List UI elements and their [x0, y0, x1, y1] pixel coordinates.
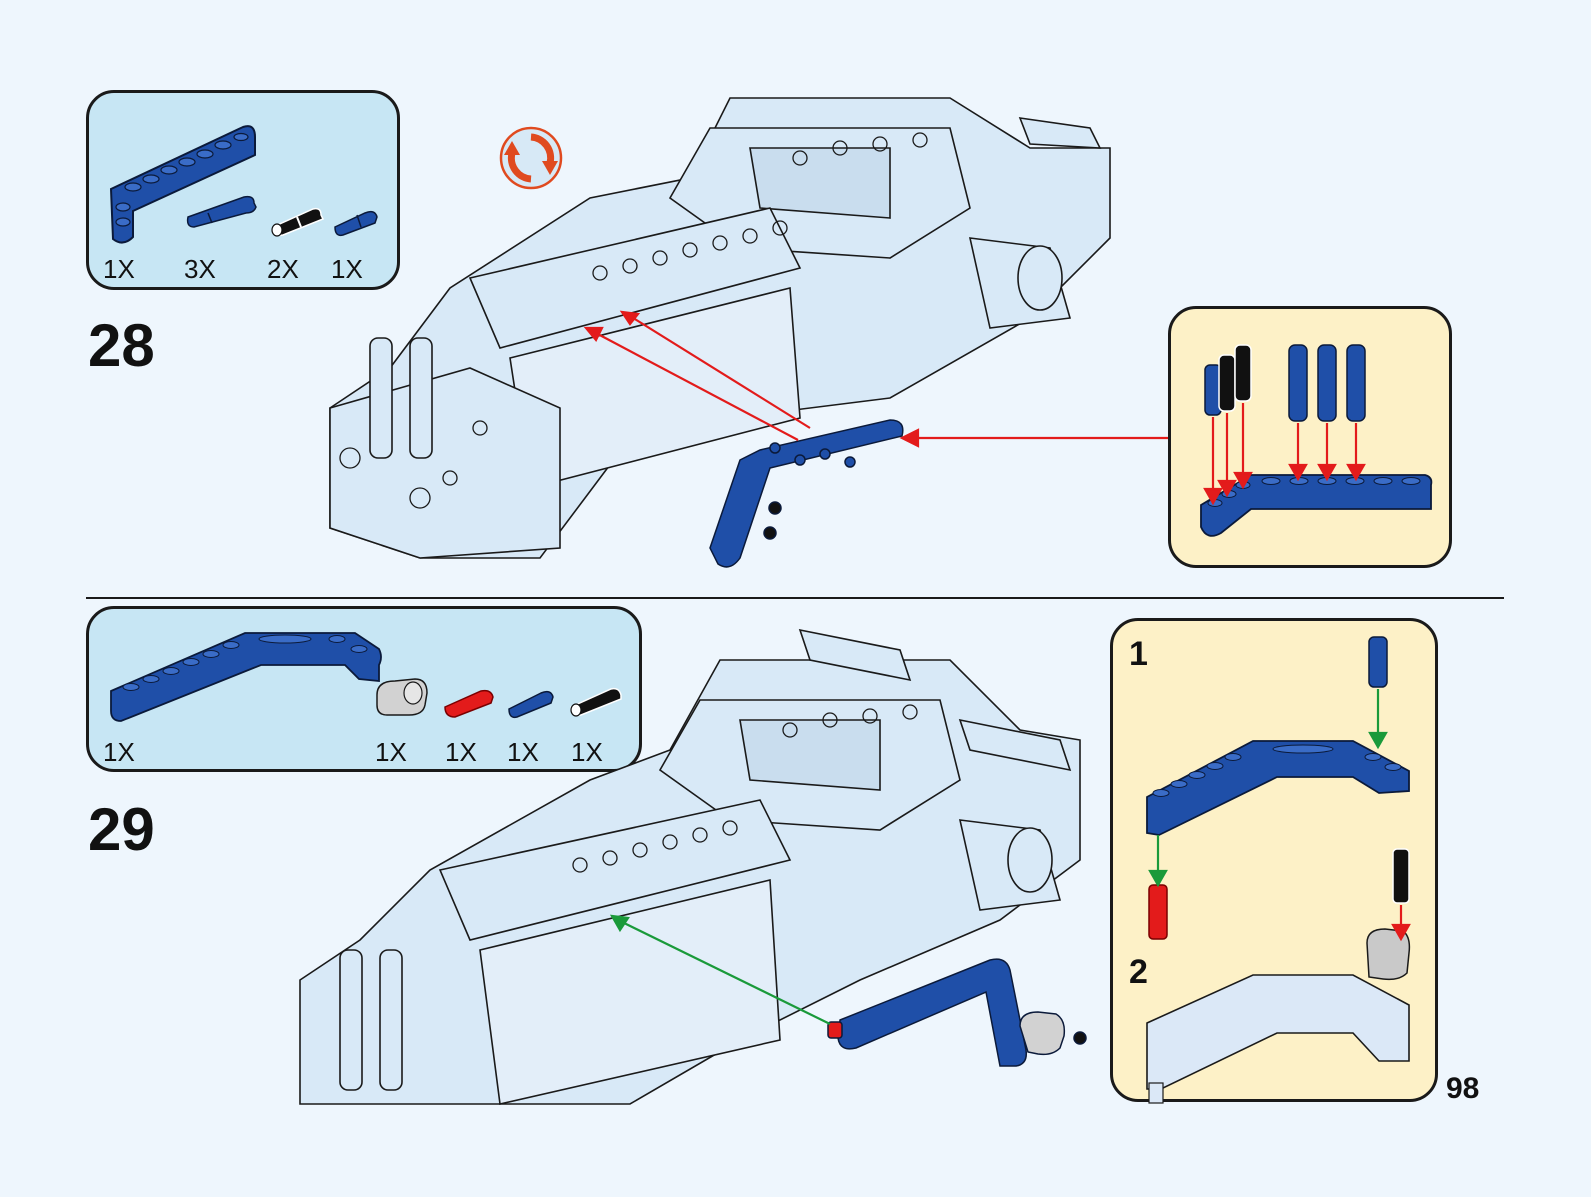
part-qty: 1X [375, 737, 407, 767]
part-qty: 1X [331, 254, 363, 284]
l-beam-assembly [827, 958, 1087, 1067]
axle-pin-blue [1368, 636, 1388, 688]
step-28-parts-box: 1X 3X 2X 1X [86, 90, 400, 290]
bent-beam-blue [1146, 740, 1410, 836]
l-beam-assembly [709, 419, 904, 568]
l-beam-blue-icon [109, 125, 256, 244]
substep-number: 2 [1129, 953, 1148, 991]
axle-pin-blue-icon [334, 210, 378, 237]
axle-pin-blue-icon [508, 690, 554, 719]
step-number: 28 [88, 312, 155, 379]
step-28-subassembly-box [1168, 306, 1452, 568]
page-number: 98 [1446, 1072, 1480, 1105]
axle-red [1148, 884, 1168, 940]
axle-red-icon [444, 689, 494, 718]
step-29-model-illustration [299, 628, 1087, 1105]
step-divider [86, 597, 1504, 599]
part-qty: 1X [103, 254, 135, 284]
connector-grey-icon [376, 678, 428, 716]
substep-number: 1 [1129, 635, 1148, 673]
step-29-subassembly-box: 1 2 [1110, 618, 1438, 1104]
step-number: 29 [88, 796, 155, 863]
pin-set [1204, 344, 1366, 422]
friction-pin-black [1392, 848, 1410, 904]
part-qty: 1X [571, 737, 603, 767]
subassembly-illustration [1200, 344, 1433, 537]
part-qty: 2X [267, 254, 299, 284]
part-qty: 1X [445, 737, 477, 767]
part-qty: 1X [103, 737, 135, 767]
part-qty: 3X [184, 254, 216, 284]
bent-beam-blue-icon [110, 632, 382, 722]
step-29-parts-box: 1X 1X 1X 1X 1X [86, 606, 642, 772]
long-pin-blue-icon [186, 195, 257, 228]
part-qty: 1X [507, 737, 539, 767]
subassembly-illustration [1146, 636, 1411, 1104]
assembled-beam-light [1146, 928, 1411, 1104]
rotate-model-icon [499, 126, 563, 190]
step-28-model-illustration [329, 97, 1168, 568]
friction-pin-black-icon [570, 687, 622, 717]
friction-pin-black-icon [271, 207, 325, 237]
